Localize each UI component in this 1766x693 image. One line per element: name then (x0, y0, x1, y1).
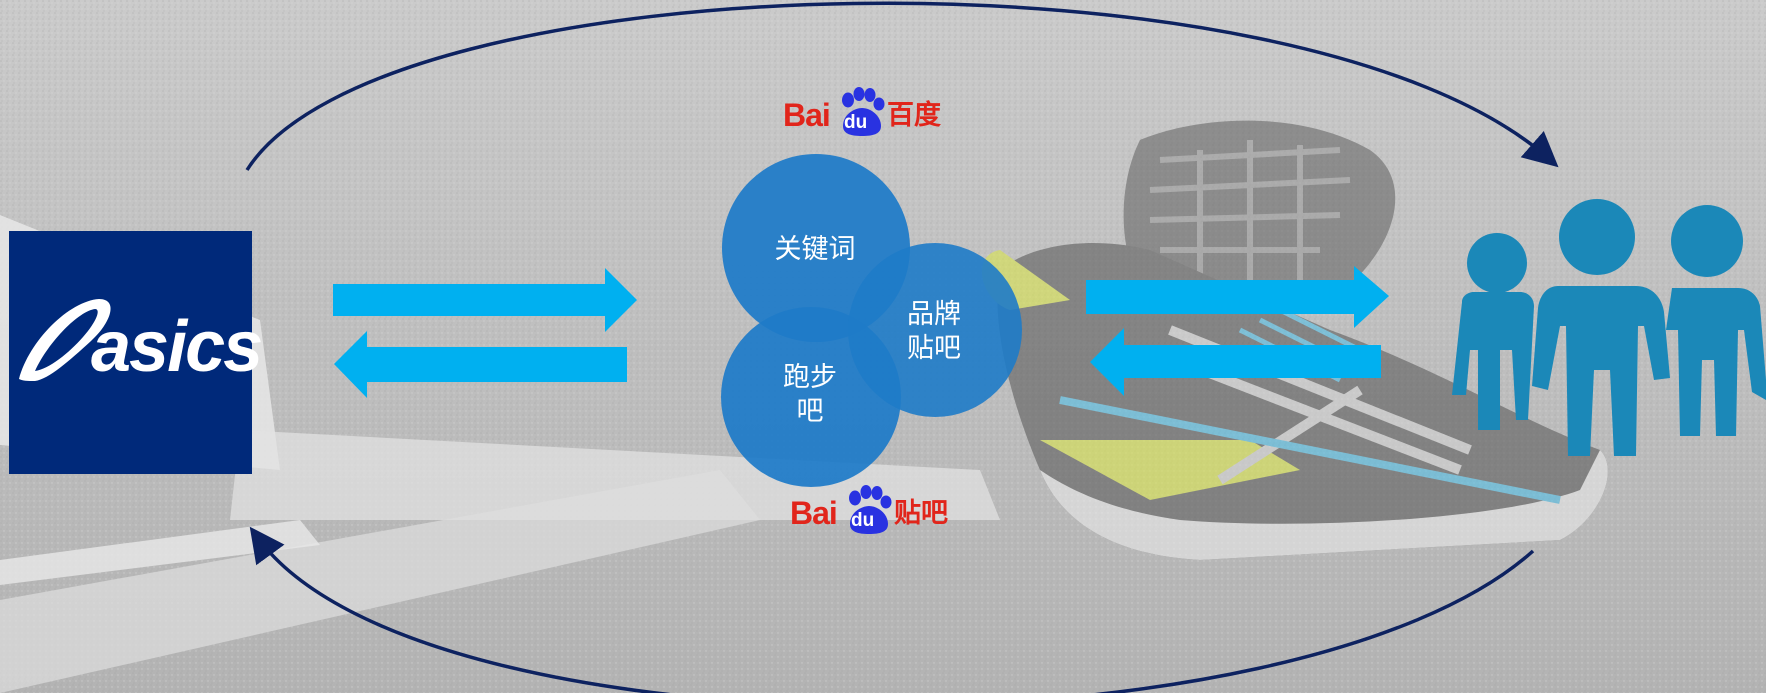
baidu-tieba-logo: Bai du 贴吧 (790, 485, 950, 534)
arrow-users-to-baidu (1090, 328, 1381, 396)
tieba-logo-latin: Bai (790, 495, 838, 531)
arrow-baidu-to-users (1086, 266, 1389, 328)
circle-label-running-tieba: 跑步 吧 (783, 362, 837, 427)
asics-wordmark: asics (91, 307, 263, 387)
circle-label-brand-tieba: 品牌 贴吧 (907, 299, 961, 364)
top-cycle-arrow (245, 1, 1559, 171)
tieba-logo-chinese: 贴吧 (894, 498, 948, 529)
circle-brand-tieba (848, 243, 1022, 417)
asics-logo: asics (9, 231, 263, 474)
arrow-baidu-to-brand (334, 331, 627, 398)
baidu-logo-latin: Bai (783, 97, 831, 133)
tieba-paw-text: du (851, 510, 875, 531)
baidu-logo-chinese: 百度 (887, 100, 941, 131)
baidu-paw-icon (849, 485, 892, 534)
asics-swoosh-icon (19, 299, 111, 381)
shoe-image (981, 120, 1608, 560)
baidu-paw-text: du (844, 112, 868, 133)
baidu-paw-icon (842, 87, 885, 136)
baidu-search-logo: Bai du 百度 (783, 87, 943, 136)
bottom-cycle-arrow (249, 526, 1535, 693)
arrow-brand-to-baidu (333, 268, 637, 332)
circle-label-keywords: 关键词 (774, 234, 856, 265)
